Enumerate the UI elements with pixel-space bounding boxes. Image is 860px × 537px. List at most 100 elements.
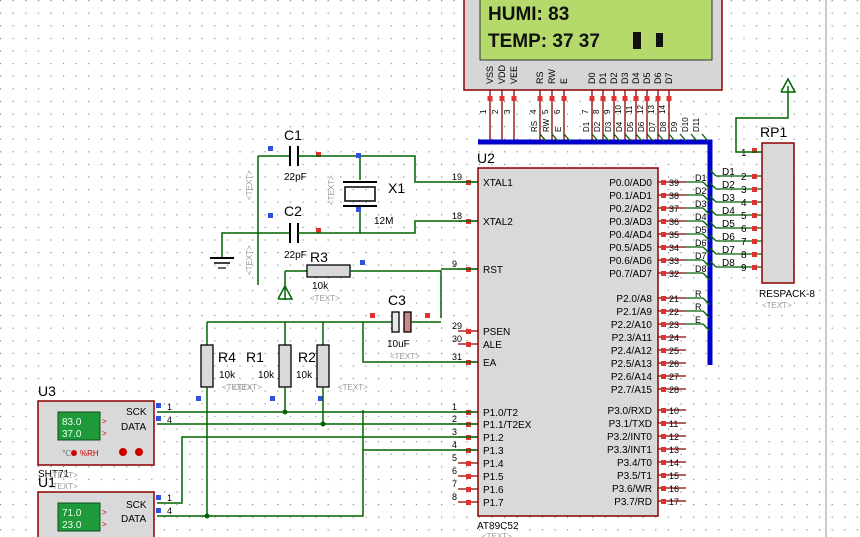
lcd-pin-number: 13 (647, 105, 656, 114)
c2-pin-marker (268, 213, 273, 218)
lcd-bus-entry (613, 133, 621, 142)
mcu-left-pin-number: 5 (452, 453, 457, 463)
lcd-bus-entry (657, 133, 665, 142)
mcu-right-pin-name: P0.5/AD5 (609, 243, 652, 254)
mcu-right-pin-name: P2.7/A15 (611, 385, 653, 396)
u1-data-pin-number: 4 (167, 506, 172, 516)
r2-pin-marker (318, 396, 323, 401)
rst-wire (350, 270, 442, 318)
mcu-left-pin-name: P1.4 (483, 459, 504, 470)
rp1-pin-net: D2 (722, 180, 735, 191)
u3-data-pin-marker (156, 416, 161, 421)
u3-part: SHT71 (38, 469, 70, 480)
c1-value: 22pF (284, 172, 307, 183)
lcd-pin-number: 11 (625, 105, 634, 114)
lcd-net-label: E (554, 127, 563, 132)
mcu-u2[interactable]: U2 AT89C52 <TEXT> 19XTAL118XTAL29RST29PS… (452, 150, 686, 537)
rp1-pin-marker (752, 187, 757, 192)
r2-text-placeholder: <TEXT> (338, 383, 368, 392)
mcu-left-pin-number: 6 (452, 466, 457, 476)
lcd-pin-marker (537, 96, 543, 101)
mcu-right-pin-number: 33 (669, 256, 679, 266)
c2-ref: C2 (284, 203, 302, 219)
mcu-left-pin-name: P1.6 (483, 485, 504, 496)
mcu-right-pin-name: P3.0/RXD (608, 406, 652, 417)
rp1-vcc-wire (735, 86, 789, 153)
rp1-pin-marker (752, 265, 757, 270)
c2-value: 22pF (284, 250, 307, 261)
lcd-bus-entry (668, 133, 676, 142)
mcu-right-pin-name: P2.4/A12 (611, 346, 653, 357)
u3-unit-1: ℃ (62, 449, 71, 458)
lcd-pin-marker (487, 96, 493, 101)
lcd-display[interactable]: HUMI: 83 TEMP: 37 37 VSS1VDD2VEE3RS4RW5E… (463, 0, 723, 142)
mcu-right-pin-name: P2.1/A9 (616, 307, 652, 318)
lcd-pin-marker (561, 96, 567, 101)
bus-entry-diag (702, 297, 711, 306)
sensor-u3[interactable]: U3 83.0 37.0 > > ℃ %RH SCK DATA 1 4 SHT7… (37, 383, 172, 480)
rp1-part: RESPACK-8 (759, 289, 815, 300)
u3-display (57, 411, 101, 441)
lcd-pin-number: 12 (636, 105, 645, 114)
mcu-right-pin-name: P0.1/AD1 (609, 191, 652, 202)
bus-entry-diag (702, 181, 711, 190)
c3-text-placeholder: <TEXT> (390, 352, 420, 361)
lcd-pin-number: 3 (503, 109, 512, 114)
rp1-pin-marker (752, 174, 757, 179)
mcu-left-pin-name: EA (483, 358, 497, 369)
u1-readout-1: 71.0 (62, 508, 82, 519)
rp1-bus-entry (709, 234, 717, 242)
rp1-pin-marker (752, 213, 757, 218)
r3-value: 10k (312, 281, 329, 292)
u3-text-placeholder: <TEXT> (48, 471, 78, 480)
sensor-u1[interactable]: U1 <TEXT> 71.0 23.0 > > SCK DATA 1 4 (37, 474, 172, 537)
mcu-left-pin-number: 2 (452, 414, 457, 424)
lcd-pin-group: VSS1VDD2VEE3RS4RW5E6D07D18D29D310D411D51… (479, 64, 701, 142)
u1-data-label: DATA (121, 514, 147, 525)
lcd-bus-entry (646, 133, 654, 142)
ea-wire (362, 322, 478, 363)
mcu-right-pin-number: 28 (669, 385, 679, 395)
c3-plate-left (391, 311, 400, 333)
mcu-right-pin-number: 16 (669, 484, 679, 494)
rp1-pin-number: 4 (741, 198, 747, 209)
mcu-right-pin-name: P2.5/A13 (611, 359, 653, 370)
resistor-r3-icon (306, 264, 351, 278)
mcu-right-pin-marker (661, 447, 666, 452)
mcu-left-pin-number: 30 (452, 334, 462, 344)
rp1-pin-marker (752, 226, 757, 231)
mcu-right-pin-marker (661, 434, 666, 439)
mcu-right-pin-marker (661, 245, 666, 250)
mcu-left-pin-number: 3 (452, 427, 457, 437)
mcu-right-pin-number: 12 (669, 432, 679, 442)
lcd-pin-marker (549, 96, 555, 101)
mcu-right-pin-number: 21 (669, 294, 679, 304)
lcd-pin-name: RW (547, 69, 557, 84)
rp1-pin-number: 5 (741, 211, 747, 222)
r3-pin-marker (360, 260, 365, 265)
mcu-left-pin-name: P1.3 (483, 446, 504, 457)
u3-button-1[interactable] (119, 448, 127, 456)
mcu-left-pin-number: 8 (452, 492, 457, 502)
vcc-arrow-icon-2 (277, 284, 294, 300)
lcd-pin-name: D1 (598, 72, 608, 84)
u3-button-2[interactable] (135, 448, 143, 456)
lcd-net-label: D2 (593, 121, 602, 132)
mcu-right-pin-number: 22 (669, 307, 679, 317)
u3-sck-label: SCK (126, 407, 147, 418)
lcd-bus-entry (690, 133, 698, 142)
lcd-pin-name: D3 (620, 72, 630, 84)
lcd-pin-marker (611, 96, 617, 101)
mcu-text-placeholder: <TEXT> (482, 532, 512, 537)
rp1-pin-net: D4 (722, 206, 735, 217)
bus-entry-diag (702, 207, 711, 216)
mcu-right-pin-name: P0.0/AD0 (609, 178, 652, 189)
mcu-right-pin-marker (661, 232, 666, 237)
c3-ref: C3 (388, 292, 406, 308)
vcc-arrow-icon (780, 77, 797, 93)
lcd-pin-name: D2 (609, 72, 619, 84)
